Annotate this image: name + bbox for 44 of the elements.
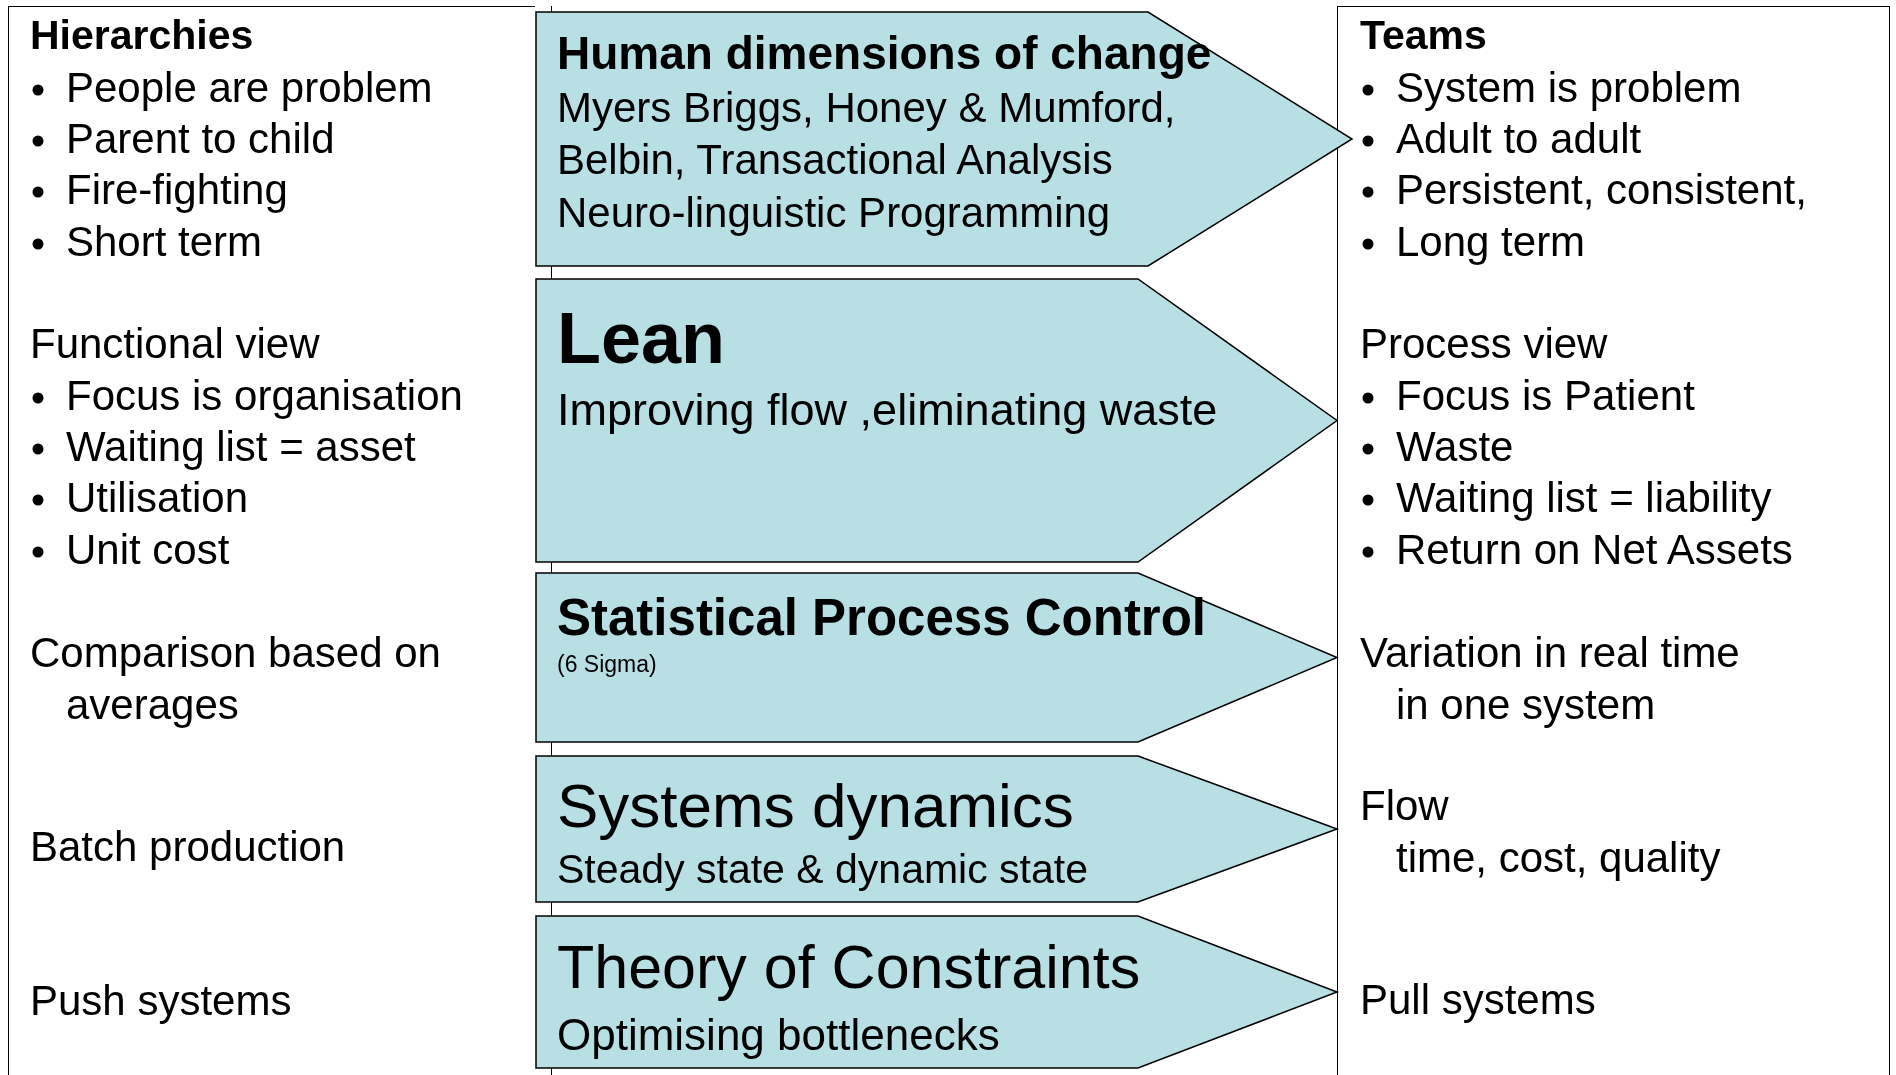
list-item: Focus is organisation	[66, 370, 463, 421]
arrow-body-text: Myers Briggs, Honey & Mumford, Belbin, Transactional Analysis Neuro-linguistic Programming	[557, 82, 1177, 238]
column-heading: Hierarchies	[30, 11, 254, 61]
arrow-body-text: Steady state & dynamic state	[557, 845, 1088, 895]
pentagon-banner	[536, 573, 1337, 742]
list-item: Persistent, consistent,	[1396, 164, 1807, 215]
column-heading: Teams	[1360, 11, 1487, 61]
list-item: Focus is Patient	[1396, 370, 1695, 421]
text-line: Pull systems	[1360, 974, 1596, 1025]
arrow-heading: Systems dynamics	[557, 770, 1074, 843]
text-line: Batch production	[30, 821, 346, 872]
list-item: Unit cost	[66, 524, 230, 575]
text-line: time, cost, quality	[1396, 832, 1721, 883]
pentagon-banner	[536, 279, 1337, 562]
list-item: Long term	[1396, 216, 1586, 267]
text-line: Comparison based on averages	[30, 627, 442, 731]
list-item: Short term	[66, 216, 263, 267]
pentagon-banner	[536, 12, 1352, 266]
arrow-heading: Lean	[557, 297, 726, 380]
list-item: People are problem	[66, 62, 433, 113]
pentagon-banner	[536, 756, 1337, 902]
list-item: Waiting list = liability	[1396, 472, 1772, 523]
list-panel	[1337, 6, 1890, 1075]
list-item: Return on Net Assets	[1396, 524, 1793, 575]
list-item: Utilisation	[66, 472, 249, 523]
arrow-body-text: Optimising bottlenecks	[557, 1008, 1000, 1061]
arrow-heading: Statistical Process Control	[557, 588, 1207, 649]
arrow-heading: Human dimensions of change	[557, 26, 1212, 82]
list-item: Adult to adult	[1396, 113, 1642, 164]
arrow-heading: Theory of Constraints	[557, 931, 1141, 1003]
list-item: System is problem	[1396, 62, 1742, 113]
list-panel	[8, 6, 535, 1075]
text-line: Push systems	[30, 975, 292, 1026]
text-line: Variation in real time in one system	[1360, 627, 1741, 731]
list-item: Parent to child	[66, 113, 335, 164]
list-item: Waste	[1396, 421, 1514, 472]
list-item: Waiting list = asset	[66, 421, 416, 472]
text-line: Flow	[1360, 780, 1449, 831]
text-line: Process view	[1360, 318, 1608, 369]
arrow-body-text: (6 Sigma)	[557, 649, 657, 679]
pentagon-banner	[536, 916, 1337, 1068]
list-item: Fire-fighting	[66, 164, 288, 215]
arrow-body-text: Improving flow ,eliminating waste	[557, 382, 1218, 437]
text-line: Functional view	[30, 318, 320, 369]
